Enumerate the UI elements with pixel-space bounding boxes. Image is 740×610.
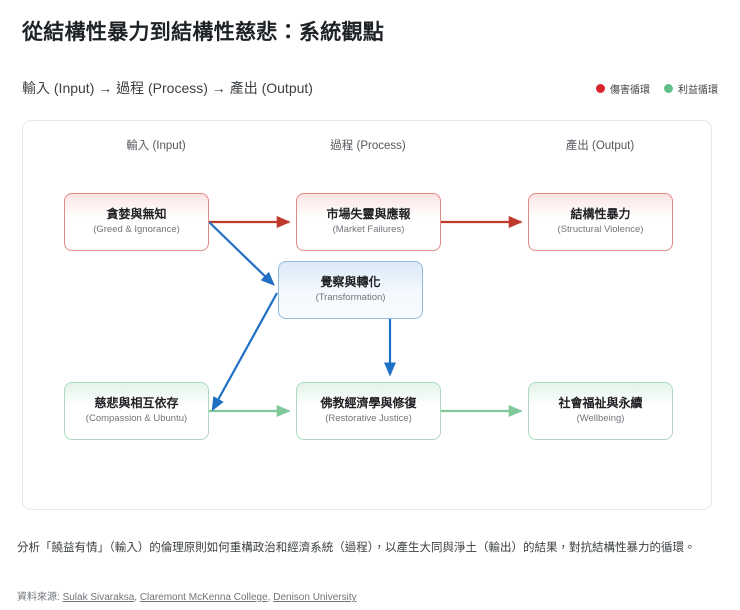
node-restorative-justice[interactable]: 佛教經濟學與修復 (Restorative Justice) — [296, 382, 441, 440]
red-dot-icon — [596, 84, 605, 93]
node-greed-title: 貪婪與無知 — [106, 207, 167, 222]
column-header-output: 產出 (Output) — [565, 140, 635, 152]
node-restorative-justice-title: 佛教經濟學與修復 — [320, 396, 417, 411]
subtitle-row: 輸入 (Input) → 過程 (Process) → 產出 (Output) … — [22, 78, 718, 100]
node-compassion-title: 慈悲與相互依存 — [94, 396, 179, 411]
node-compassion[interactable]: 慈悲與相互依存 (Compassion & Ubuntu) — [64, 382, 209, 440]
node-restorative-justice-subtitle: (Restorative Justice) — [325, 413, 412, 425]
node-wellbeing[interactable]: 社會福祉與永續 (Wellbeing) — [528, 382, 673, 440]
diagram-card: 輸入 (Input) 過程 (Process) 產出 (Output) — [22, 120, 712, 510]
node-greed-subtitle: (Greed & Ignorance) — [93, 224, 180, 236]
node-wellbeing-subtitle: (Wellbeing) — [576, 413, 625, 425]
legend-label-harm: 傷害循環 — [610, 85, 650, 96]
green-dot-icon — [664, 84, 673, 93]
node-greed[interactable]: 貪婪與無知 (Greed & Ignorance) — [64, 193, 209, 251]
node-wellbeing-title: 社會福祉與永續 — [558, 396, 643, 411]
source-link-sulak-sivaraksa[interactable]: Sulak Sivaraksa — [62, 592, 135, 603]
source-label: 資料來源: — [17, 592, 60, 603]
legend-item-harm[interactable]: 傷害循環 — [596, 81, 650, 96]
node-market-failures-subtitle: (Market Failures) — [332, 224, 405, 236]
legend-label-benefit: 利益循環 — [678, 85, 718, 96]
arrow-transformation-to-compassion — [211, 292, 278, 412]
page-title: 從結構性暴力到結構性慈悲：系統觀點 — [22, 21, 385, 44]
source-sep-1: , — [134, 592, 140, 603]
node-structural-violence-title: 結構性暴力 — [570, 207, 631, 222]
legend: 傷害循環 利益循環 — [596, 81, 718, 96]
source-link-claremont-mckenna-college[interactable]: Claremont McKenna College — [139, 592, 268, 603]
source-link-denison-university[interactable]: Denison University — [273, 592, 357, 603]
node-market-failures[interactable]: 市場失靈與應報 (Market Failures) — [296, 193, 441, 251]
node-structural-violence[interactable]: 結構性暴力 (Structural Violence) — [528, 193, 673, 251]
arrow-greed-to-transformation — [208, 221, 275, 286]
node-market-failures-title: 市場失靈與應報 — [326, 207, 411, 222]
source-line: 資料來源: Sulak Sivaraksa, Claremont McKenna… — [17, 588, 357, 603]
column-header-process: 過程 (Process) — [330, 140, 406, 152]
node-compassion-subtitle: (Compassion & Ubuntu) — [85, 413, 188, 425]
node-structural-violence-subtitle: (Structural Violence) — [557, 224, 644, 236]
node-transformation-subtitle: (Transformation) — [315, 292, 386, 304]
node-transformation-title: 覺察與轉化 — [320, 275, 381, 290]
node-transformation[interactable]: 覺察與轉化 (Transformation) — [278, 261, 423, 319]
source-sep-2: , — [267, 592, 274, 603]
footer-description: 分析「饒益有情」（輸入）的倫理原則如何重構政治和經濟系統（過程），以產生大同與淨… — [17, 542, 696, 554]
column-header-input: 輸入 (Input) — [126, 140, 186, 152]
legend-item-benefit[interactable]: 利益循環 — [664, 81, 718, 96]
flow-subtitle: 輸入 (Input) → 過程 (Process) → 產出 (Output) — [22, 80, 313, 96]
